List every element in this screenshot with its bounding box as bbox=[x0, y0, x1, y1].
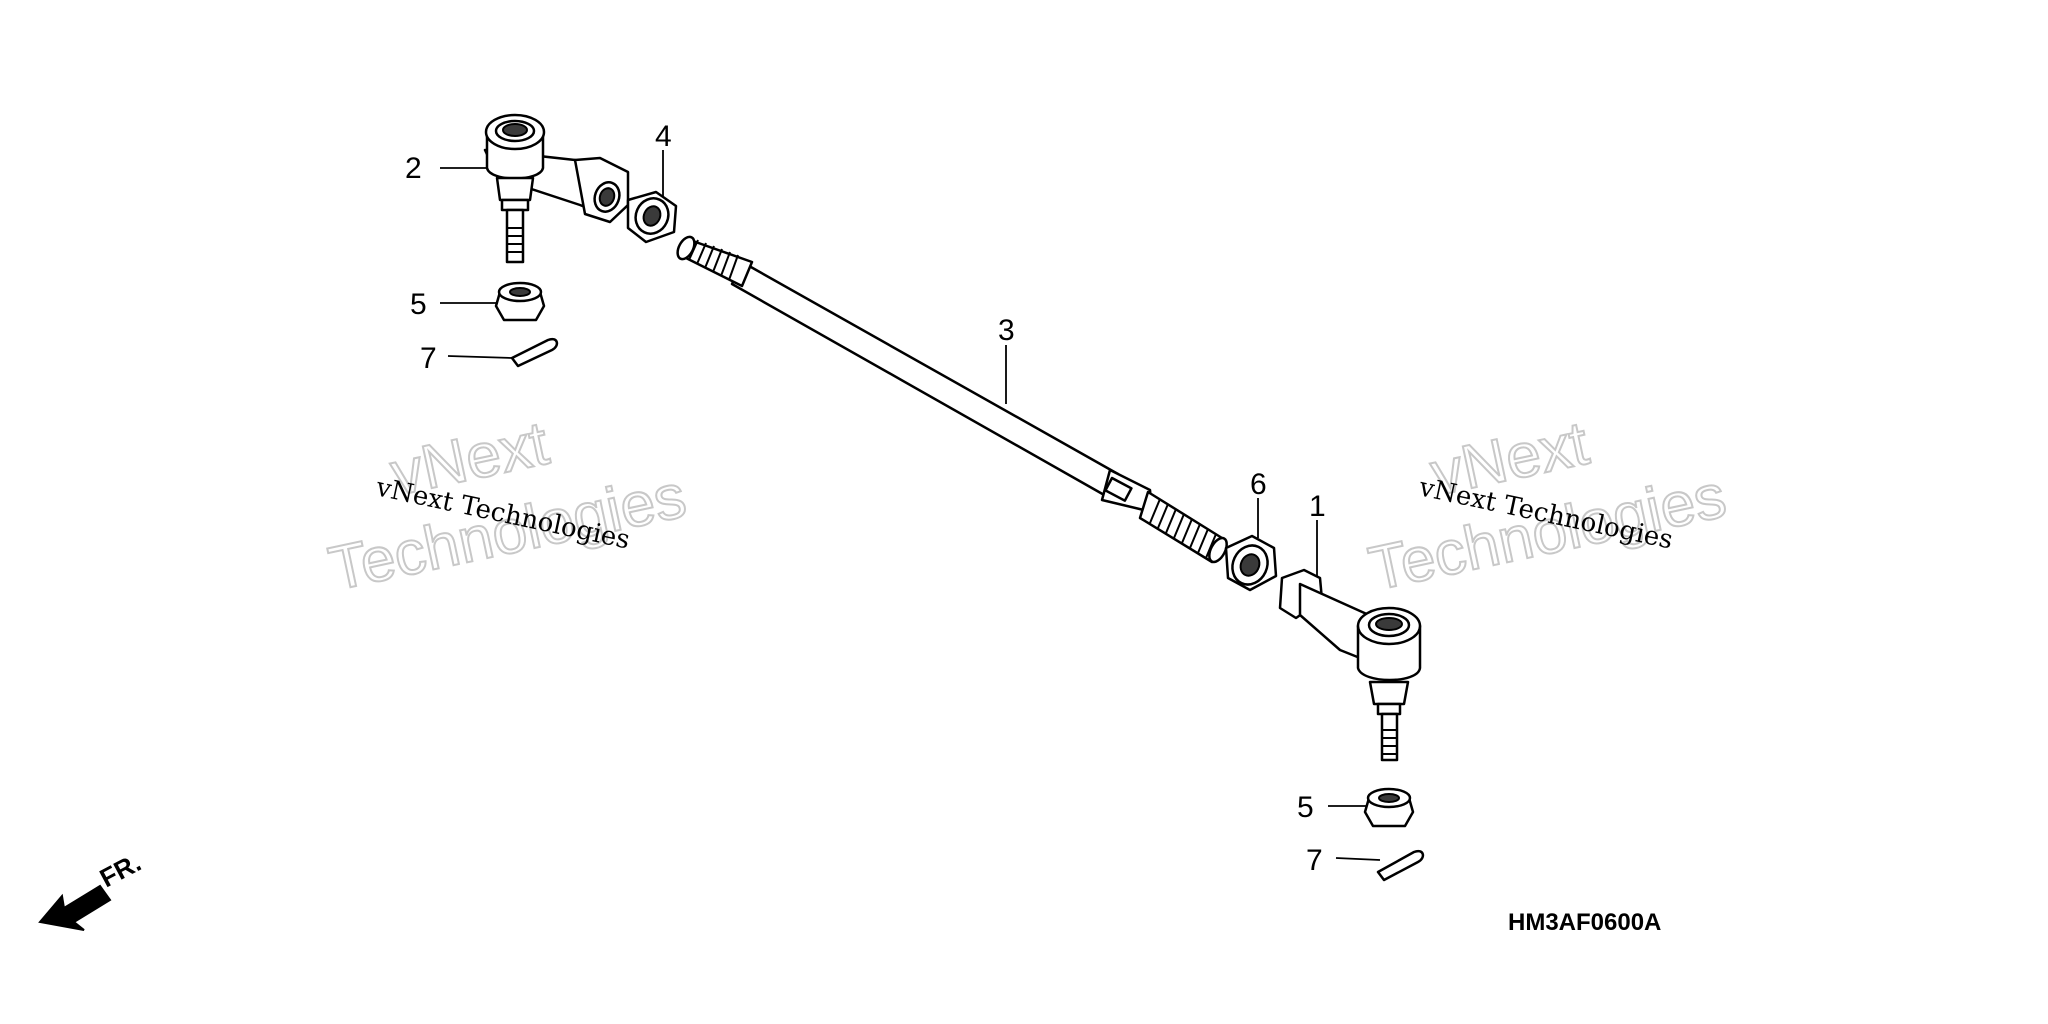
thread-marks-right bbox=[1149, 498, 1217, 559]
callout-1: 1 bbox=[1309, 490, 1326, 523]
leader-lines bbox=[440, 150, 1381, 861]
cotter-pin-left bbox=[510, 337, 559, 368]
watermark-left: vNext Technologies bbox=[322, 408, 692, 605]
callout-3: 3 bbox=[998, 314, 1015, 347]
watermark-right: vNext Technologies bbox=[1362, 408, 1732, 605]
diagram-code: HM3AF0600A bbox=[1508, 909, 1661, 936]
callout-5-left: 5 bbox=[410, 288, 427, 321]
callout-4: 4 bbox=[655, 120, 672, 153]
callout-7-left: 7 bbox=[420, 342, 437, 375]
tie-rod-end-right bbox=[1278, 568, 1422, 762]
tie-rod-shaft bbox=[676, 235, 1228, 564]
front-label: FR. bbox=[95, 847, 146, 893]
callout-7-right: 7 bbox=[1306, 844, 1323, 877]
castle-nut-left bbox=[494, 281, 546, 322]
arrow-icon bbox=[38, 884, 112, 931]
cotter-pin-right bbox=[1376, 849, 1425, 882]
callout-2: 2 bbox=[405, 152, 422, 185]
callout-6: 6 bbox=[1250, 468, 1267, 501]
lock-nut-right bbox=[1224, 534, 1278, 592]
lock-nut-left bbox=[626, 190, 678, 244]
tie-rod-end-left bbox=[483, 113, 630, 264]
castle-nut-right bbox=[1363, 787, 1415, 828]
front-direction-arrow: FR. bbox=[38, 847, 146, 931]
callout-5-right: 5 bbox=[1297, 791, 1314, 824]
